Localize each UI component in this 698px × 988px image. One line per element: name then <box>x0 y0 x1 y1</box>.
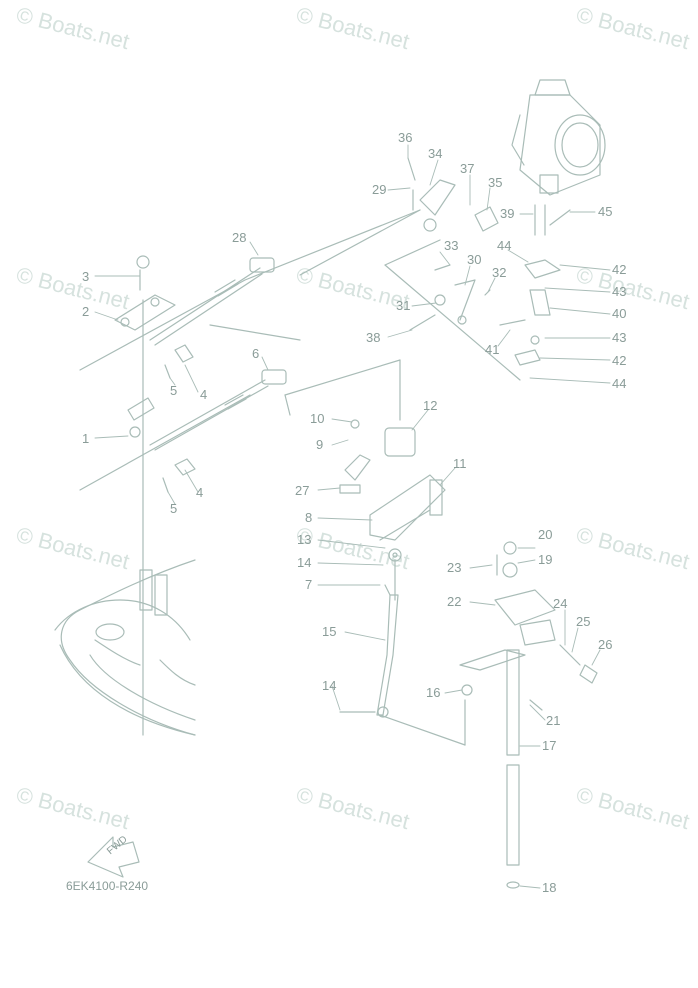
callout-2: 2 <box>82 304 90 319</box>
throttle-cables <box>149 257 287 451</box>
callout-34: 34 <box>428 146 443 161</box>
linkage-parts <box>407 157 571 366</box>
callout-43: 43 <box>612 330 627 345</box>
callout-8: 8 <box>305 510 313 525</box>
callout-18: 18 <box>542 880 557 895</box>
diagram-code: 6EK4100-R240 <box>66 879 149 893</box>
callout-4: 4 <box>200 387 208 402</box>
callout-45: 45 <box>598 204 613 219</box>
callout-leaders <box>94 144 611 889</box>
callout-14: 14 <box>322 678 337 693</box>
middle-linkage <box>339 419 446 562</box>
callout-21: 21 <box>546 713 561 728</box>
fwd-arrow-icon <box>87 836 140 878</box>
callout-6: 6 <box>252 346 260 361</box>
callout-37: 37 <box>460 161 475 176</box>
callout-42: 42 <box>612 353 627 368</box>
callout-44: 44 <box>497 238 512 253</box>
callout-29: 29 <box>372 182 387 197</box>
callout-33: 33 <box>444 238 459 253</box>
callout-25: 25 <box>576 614 591 629</box>
callout-24: 24 <box>553 596 568 611</box>
callout-30: 30 <box>467 252 482 267</box>
callout-14: 14 <box>297 555 312 570</box>
callout-13: 13 <box>297 532 312 547</box>
callout-5: 5 <box>170 383 178 398</box>
callout-1: 1 <box>82 431 90 446</box>
callout-23: 23 <box>447 560 462 575</box>
throttle-body <box>511 79 606 196</box>
callout-10: 10 <box>310 411 325 426</box>
callout-31: 31 <box>396 298 411 313</box>
callout-44: 44 <box>612 376 627 391</box>
callout-16: 16 <box>426 685 441 700</box>
callout-36: 36 <box>398 130 413 145</box>
callout-15: 15 <box>322 624 337 639</box>
callout-9: 9 <box>316 437 324 452</box>
shaft-assembly <box>459 541 598 889</box>
engine-housing <box>54 299 196 736</box>
callout-42: 42 <box>612 262 627 277</box>
callout-27: 27 <box>295 483 310 498</box>
callout-32: 32 <box>492 265 507 280</box>
callout-4: 4 <box>196 485 204 500</box>
callout-39: 39 <box>500 206 515 221</box>
callout-22: 22 <box>447 594 462 609</box>
lever-rod <box>339 584 399 718</box>
callout-38: 38 <box>366 330 381 345</box>
callout-17: 17 <box>542 738 557 753</box>
callout-43: 43 <box>612 284 627 299</box>
callout-19: 19 <box>538 552 553 567</box>
callout-5: 5 <box>170 501 178 516</box>
guide-lines <box>79 209 521 746</box>
bracket-parts <box>114 255 196 493</box>
callout-40: 40 <box>612 306 627 321</box>
callout-12: 12 <box>423 398 438 413</box>
callout-26: 26 <box>598 637 613 652</box>
callout-7: 7 <box>305 577 313 592</box>
callout-41: 41 <box>485 342 500 357</box>
callout-28: 28 <box>232 230 247 245</box>
callout-35: 35 <box>488 175 503 190</box>
callout-20: 20 <box>538 527 553 542</box>
callout-11: 11 <box>453 456 467 471</box>
callout-3: 3 <box>82 269 90 284</box>
